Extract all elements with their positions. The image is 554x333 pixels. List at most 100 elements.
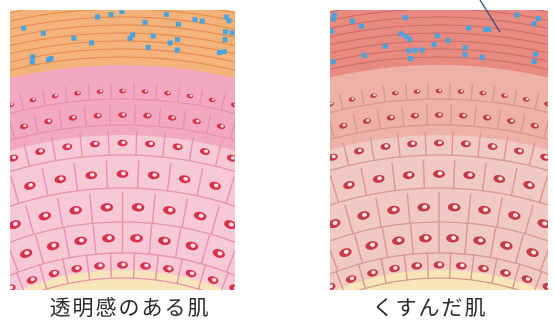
nucleus-highlight (243, 261, 249, 267)
cell-wall (240, 216, 251, 244)
cell-nucleus (238, 189, 252, 200)
cell-nucleus (252, 162, 264, 172)
nucleus-highlight (255, 109, 258, 112)
pigment-dot (435, 33, 440, 38)
nucleus-highlight (243, 192, 249, 197)
pigment-dot (222, 49, 227, 54)
cell-wall (452, 131, 453, 155)
pigment-dot (175, 37, 180, 42)
pigment-dot (463, 45, 468, 50)
cell-wall (136, 131, 137, 155)
pigment-dot (536, 16, 541, 21)
pigment-dot (399, 31, 404, 36)
cell-nucleus (249, 293, 262, 305)
pigment-dot (176, 22, 181, 27)
pigment-dot (89, 40, 94, 45)
nucleus-highlight (121, 141, 125, 144)
pigment-dot (413, 48, 418, 53)
cell-wall (108, 131, 109, 155)
cell-wall (315, 215, 326, 243)
cell-wall (243, 100, 247, 115)
cell-wall (241, 151, 248, 174)
clear-skin-panel (0, 0, 281, 313)
nucleus-highlight (268, 273, 274, 279)
pigment-dot (531, 21, 536, 26)
dull-skin-panel (310, 0, 554, 311)
pigment-dot (192, 17, 197, 22)
pigment-dot (350, 19, 355, 24)
pigment-dot (41, 31, 46, 36)
nucleus-highlight (272, 204, 278, 209)
cell-wall (451, 105, 452, 125)
pigment-dot (164, 12, 169, 17)
pigment-dot (200, 19, 205, 24)
nucleus-highlight (438, 113, 441, 116)
pigment-dot (446, 38, 451, 43)
pigment-dot (359, 24, 364, 29)
pigment-dot (226, 18, 231, 23)
pigment-dot (142, 20, 147, 25)
pigment-dot (362, 53, 367, 58)
cell-nucleus (252, 108, 260, 114)
cell-wall (318, 99, 322, 114)
pigment-dot (407, 37, 412, 42)
cell-nucleus (240, 129, 250, 137)
pigment-dot (46, 57, 51, 62)
pigment-dot (329, 29, 334, 34)
pigment-dot (95, 14, 100, 19)
cell-wall (427, 105, 428, 125)
clear-skin-caption: 透明感のある肌 (10, 292, 250, 322)
nucleus-highlight (244, 131, 248, 135)
pigment-dot (407, 48, 412, 53)
nucleus-highlight (257, 233, 263, 239)
cell-wall (0, 216, 5, 244)
cell-wall (0, 100, 2, 115)
pigment-dot (168, 40, 173, 45)
pigment-dot (532, 59, 537, 64)
nucleus-highlight (438, 141, 442, 144)
pigment-dot (432, 42, 437, 47)
cell-wall (425, 131, 426, 155)
nucleus-highlight (438, 172, 443, 176)
nucleus-highlight (121, 263, 125, 267)
nucleus-highlight (268, 139, 272, 143)
cell-wall (254, 127, 260, 146)
pigment-dot (229, 30, 234, 35)
pigment-dot (223, 37, 228, 42)
pigment-dot (480, 55, 485, 60)
pigment-dot (533, 52, 538, 57)
pigment-dot (175, 48, 180, 53)
nucleus-highlight (122, 89, 125, 91)
cell-wall (316, 150, 323, 173)
cell-wall (0, 282, 6, 305)
pigment-dot (408, 56, 413, 61)
pigment-dot (462, 52, 467, 57)
pigment-dot (331, 16, 336, 21)
pigment-dot (21, 26, 26, 31)
pigment-dot (109, 12, 114, 17)
pigment-dot (483, 27, 488, 32)
nucleus-highlight (121, 172, 126, 176)
cell-nucleus (252, 230, 267, 243)
pigment-dot (130, 32, 135, 37)
pigment-dot (151, 33, 156, 38)
pigment-dot (383, 44, 388, 49)
nucleus-highlight (122, 113, 125, 116)
pigment-dot (514, 13, 519, 18)
cell-nucleus (551, 256, 554, 269)
cell-nucleus (264, 137, 274, 145)
cell-nucleus (238, 257, 253, 270)
cell-wall (110, 105, 111, 125)
pigment-dot (331, 59, 336, 64)
pigment-dot (403, 15, 408, 20)
pigment-dot (146, 45, 151, 50)
nucleus-highlight (257, 164, 262, 169)
pigment-dot (420, 48, 425, 53)
cell-wall (251, 256, 264, 283)
nucleus-highlight (439, 89, 442, 91)
pigment-dot (30, 54, 35, 59)
pigment-dot (223, 29, 228, 34)
nucleus-highlight (254, 296, 260, 301)
dull-skin-caption: くすんだ肌 (310, 292, 550, 322)
